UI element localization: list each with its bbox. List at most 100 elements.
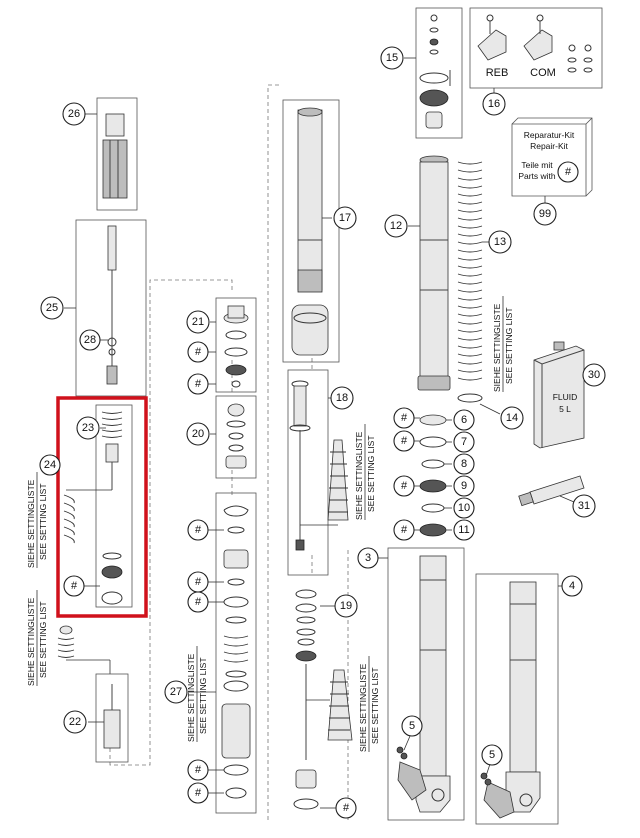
callout-hash-27b[interactable]: # [187,571,209,593]
callout-20[interactable]: 20 [186,422,210,446]
callout-10[interactable]: 10 [453,497,475,519]
can-volume-label: 5 L [559,404,571,414]
part-27-group [188,492,257,814]
callout-27[interactable]: 27 [164,680,188,704]
callout-8[interactable]: 8 [453,453,475,475]
setting-label-f: SIEHE SETTINGLISTE SEE SETTING LIST [492,296,514,392]
setting-de-c: SIEHE SETTINGLISTE [186,653,196,742]
part-31-group [518,475,585,507]
callout-number: 9 [461,480,467,492]
setting-label-d: SIEHE SETTINGLISTE SEE SETTING LIST [354,424,376,520]
callout-hash-27e[interactable]: # [187,782,209,804]
part-3-group [378,547,465,821]
dashed-connector [109,84,349,820]
callout-hash-6[interactable]: # [393,407,415,429]
callout-17[interactable]: 17 [333,206,357,230]
callout-number: 19 [340,600,352,612]
callout-hash-9[interactable]: # [393,475,415,497]
callout-3[interactable]: 3 [357,547,379,569]
callout-28[interactable]: 28 [79,329,101,351]
part-14-group [457,393,501,415]
callout-number: # [195,596,202,608]
callout-number: 17 [339,212,351,224]
callout-number: # [401,412,408,424]
part-22-group [57,625,129,763]
setting-en-d: SEE SETTING LIST [366,435,376,512]
callout-5-left[interactable]: 5 [401,715,423,737]
callout-number: 13 [494,236,506,248]
callout-hash-19[interactable]: # [335,797,357,819]
callout-5-right[interactable]: 5 [481,744,503,766]
callout-number: 20 [192,428,204,440]
part-20-group [210,395,257,479]
callout-6[interactable]: 6 [453,409,475,431]
callout-number: # [195,787,202,799]
callout-number: 99 [539,208,551,220]
callout-30[interactable]: 30 [582,363,606,387]
highlight-frame [56,396,148,618]
callout-number: # [195,764,202,776]
callout-number: 18 [336,392,348,404]
callout-hash-27d[interactable]: # [187,759,209,781]
callout-hash-11[interactable]: # [393,519,415,541]
callout-hash-27a[interactable]: # [187,519,209,541]
callout-4[interactable]: 4 [561,575,583,597]
callout-7[interactable]: 7 [453,431,475,453]
callout-18[interactable]: 18 [330,386,354,410]
callout-hash-27c[interactable]: # [187,591,209,613]
callout-hash-7[interactable]: # [393,430,415,452]
callout-number: # [195,346,202,358]
callout-number: # [195,576,202,588]
callout-hash-kit[interactable]: # [557,161,579,183]
callout-number: 12 [390,220,402,232]
callout-number: 3 [365,552,371,564]
callout-number: 7 [461,436,467,448]
callout-hash-21a[interactable]: # [187,341,209,363]
callout-number: 16 [488,98,500,110]
callout-number: 30 [588,369,600,381]
part-21-group [208,297,257,393]
callout-19[interactable]: 19 [334,594,358,618]
can-brand-label: FLUID [553,392,578,402]
part-19-group [293,589,353,810]
callout-hash-highlight[interactable]: # [63,575,85,597]
callout-15[interactable]: 15 [380,46,404,70]
callout-number: 27 [170,686,182,698]
callout-number: 15 [386,52,398,64]
callout-number: # [195,524,202,536]
callout-31[interactable]: 31 [572,494,596,518]
setting-de-e: SIEHE SETTINGLISTE [358,663,368,752]
setting-de-b: SIEHE SETTINGLISTE [26,597,36,686]
callout-11[interactable]: 11 [453,519,475,541]
repair-kit-de-label: Reparatur-Kit [524,130,575,140]
callout-hash-21b[interactable]: # [187,373,209,395]
callout-9[interactable]: 9 [453,475,475,497]
callout-12[interactable]: 12 [384,214,408,238]
callout-number: # [195,378,202,390]
com-label: COM [530,67,556,79]
part-16-group: REB COM [469,7,603,94]
part-25-group [64,219,147,397]
setting-en-c: SEE SETTING LIST [198,657,208,734]
reb-label: REB [486,67,509,79]
part-13-group [457,161,490,381]
callout-23[interactable]: 23 [76,416,100,440]
callout-24[interactable]: 24 [39,454,61,476]
setting-en-f: SEE SETTING LIST [504,307,514,384]
repair-kit-en-label: Repair-Kit [530,141,568,151]
callout-99[interactable]: 99 [533,202,557,226]
callout-13[interactable]: 13 [488,230,512,254]
callout-22[interactable]: 22 [63,710,87,734]
callout-number: 5 [409,720,415,732]
parts-with-de-label: Teile mit [521,160,553,170]
callout-14[interactable]: 14 [500,406,524,430]
setting-de-d: SIEHE SETTINGLISTE [354,431,364,520]
callout-21[interactable]: 21 [186,310,210,334]
callout-26[interactable]: 26 [62,102,86,126]
part-15-group [404,7,463,139]
callout-number: # [71,580,78,592]
callout-number: 22 [69,716,81,728]
callout-25[interactable]: 25 [40,296,64,320]
callout-16[interactable]: 16 [482,92,506,116]
